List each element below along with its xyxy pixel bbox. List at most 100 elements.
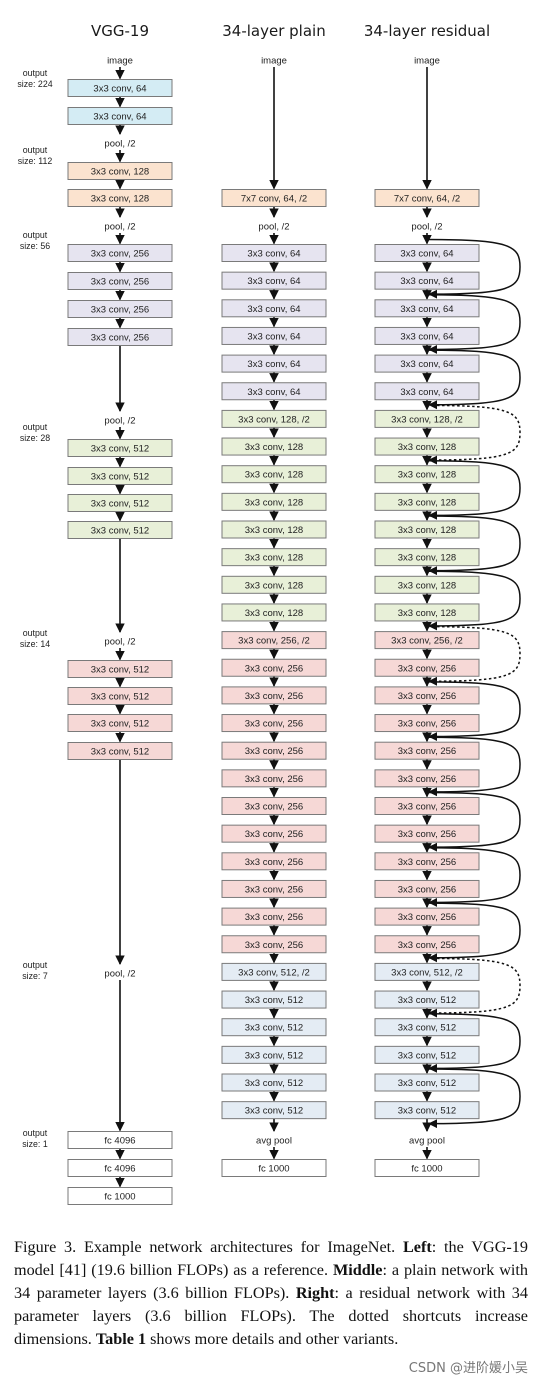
res-layer-box: 3x3 conv, 256 <box>374 797 480 815</box>
caption-right-label: Right <box>295 1284 335 1302</box>
plain-layer-box: 3x3 conv, 128 <box>221 520 327 539</box>
output-label-line1: output <box>23 960 48 970</box>
plain-layer-text: 3x3 conv, 256 <box>245 746 303 757</box>
res-layer-rect <box>374 575 480 594</box>
plain-layer-box: 3x3 conv, 128 <box>221 575 327 594</box>
vgg-layer-rect <box>67 300 173 318</box>
vgg-layer-rect <box>67 328 173 346</box>
res-layer-text: 3x3 conv, 128 <box>398 525 456 536</box>
res-layer-box: 3x3 conv, 64 <box>374 326 480 345</box>
res-layer-box: 3x3 conv, 256 <box>374 852 480 871</box>
plain-layer-rect <box>221 603 327 622</box>
vgg-layer-text: 3x3 conv, 512 <box>91 747 149 758</box>
res-layer-rect <box>374 769 480 788</box>
plain-layer-box: 3x3 conv, 256 <box>221 658 327 677</box>
output-label-line1: output <box>23 422 48 432</box>
plain-layer-rect <box>221 962 327 981</box>
output-label-line1: output <box>23 230 48 240</box>
plain-layer-rect <box>221 382 327 401</box>
plain-layer-rect <box>221 271 327 290</box>
dotted-shortcut <box>426 404 521 465</box>
res-layer-text: 3x3 conv, 128, /2 <box>391 414 463 425</box>
output-label-line2: size: 224 <box>17 79 52 89</box>
res-layer-text: 3x3 conv, 256 <box>398 719 456 730</box>
plain-layer-rect <box>221 354 327 373</box>
vgg-layer-box: 3x3 conv, 512 <box>67 467 173 485</box>
plain-layer-box: 3x3 conv, 512 <box>221 1018 327 1037</box>
vgg-title: VGG-19 <box>90 22 149 40</box>
res-layer-rect <box>374 465 480 484</box>
figure-caption: Figure 3. Example network architectures … <box>14 1236 528 1351</box>
res-layer-text: 3x3 conv, 256 <box>398 829 456 840</box>
plain-layer-text: 3x3 conv, 64 <box>247 359 300 370</box>
identity-shortcut <box>426 736 521 797</box>
plain-layer-rect <box>221 852 327 871</box>
res-layer-rect <box>374 907 480 926</box>
plain-layer-rect <box>221 189 327 207</box>
plain-layer-text: 3x3 conv, 128 <box>245 580 303 591</box>
res-layer-box: 3x3 conv, 256 <box>374 769 480 788</box>
vgg-layer-box: 3x3 conv, 64 <box>67 79 173 97</box>
res-layer-rect <box>374 990 480 1009</box>
res-layer-box: 3x3 conv, 64 <box>374 244 480 262</box>
plain-layer-rect <box>221 907 327 926</box>
plain-layer-text: 3x3 conv, 512 <box>245 1050 303 1061</box>
res-layer-text: 3x3 conv, 256 <box>398 912 456 923</box>
plain-layer-rect <box>221 935 327 954</box>
vgg-layer-text: 3x3 conv, 512 <box>91 472 149 483</box>
plain-layer-box: 3x3 conv, 128 <box>221 603 327 622</box>
plain-layer-rect <box>221 465 327 484</box>
vgg-layer-rect <box>67 1187 173 1205</box>
plain-layer-text: 3x3 conv, 512 <box>245 1078 303 1089</box>
plain-layer-box: 3x3 conv, 128 <box>221 437 327 456</box>
plain-layer-box: 3x3 conv, 256 <box>221 797 327 815</box>
vgg-layer-box: 3x3 conv, 128 <box>67 162 173 180</box>
res-layer-rect <box>374 354 480 373</box>
caption-left-text: : the VGG-19 model [41] (19.6 billion FL… <box>14 1238 528 1279</box>
vgg-layer-rect <box>67 272 173 290</box>
res-layer-rect <box>374 824 480 843</box>
plain-layer-text: 3x3 conv, 64 <box>247 276 300 287</box>
res-layer-box: 3x3 conv, 128, /2 <box>374 409 480 428</box>
plain-layer-text: 3x3 conv, 512 <box>245 1106 303 1117</box>
vgg-layer-label: pool, /2 <box>104 222 135 233</box>
res-layer-text: 3x3 conv, 64 <box>400 359 453 370</box>
identity-shortcut <box>426 294 521 354</box>
plain-layer-text: 3x3 conv, 128 <box>245 470 303 481</box>
res-layer-text: 3x3 conv, 128 <box>398 553 456 564</box>
plain-layer-rect <box>221 409 327 428</box>
res-layer-box: 3x3 conv, 256 <box>374 879 480 898</box>
plain-layer-rect <box>221 299 327 318</box>
res-layer-text: 3x3 conv, 64 <box>400 249 453 260</box>
res-layer-box: 3x3 conv, 64 <box>374 299 480 318</box>
vgg-layer-rect <box>67 244 173 262</box>
plain-layer-text: 3x3 conv, 64 <box>247 249 300 260</box>
vgg-layer-box: 3x3 conv, 256 <box>67 244 173 262</box>
res-layer-rect <box>374 437 480 456</box>
plain-layer-text: 3x3 conv, 128, /2 <box>238 414 310 425</box>
residual-title: 34-layer residual <box>363 22 491 40</box>
vgg-layer-text: fc 4096 <box>104 1164 135 1175</box>
res-layer-text: 3x3 conv, 128 <box>398 497 456 508</box>
vgg-layer-rect <box>67 189 173 207</box>
res-layer-text: 3x3 conv, 512 <box>398 995 456 1006</box>
plain-layer-text: 3x3 conv, 128 <box>245 497 303 508</box>
vgg-layer-text: 3x3 conv, 256 <box>91 333 149 344</box>
res-layer-box: 3x3 conv, 256 <box>374 658 480 677</box>
res-layer-box: 3x3 conv, 512 <box>374 1018 480 1037</box>
dotted-shortcut <box>426 625 521 686</box>
output-label-line2: size: 56 <box>20 241 50 251</box>
caption-middle-label: Middle <box>332 1261 383 1279</box>
vgg-layer-text: 3x3 conv, 64 <box>93 112 146 123</box>
plain-layer-rect <box>221 548 327 567</box>
plain-layer-text: 3x3 conv, 512, /2 <box>238 967 310 978</box>
plain-layer-box: 3x3 conv, 128 <box>221 465 327 484</box>
plain-layer-box: 3x3 conv, 256 <box>221 769 327 788</box>
identity-shortcut <box>426 459 521 520</box>
res-layer-box: 3x3 conv, 64 <box>374 382 480 401</box>
res-layer-box: 3x3 conv, 256 <box>374 741 480 760</box>
plain-layer-rect <box>221 1018 327 1037</box>
vgg-layer-text: 3x3 conv, 512 <box>91 692 149 703</box>
